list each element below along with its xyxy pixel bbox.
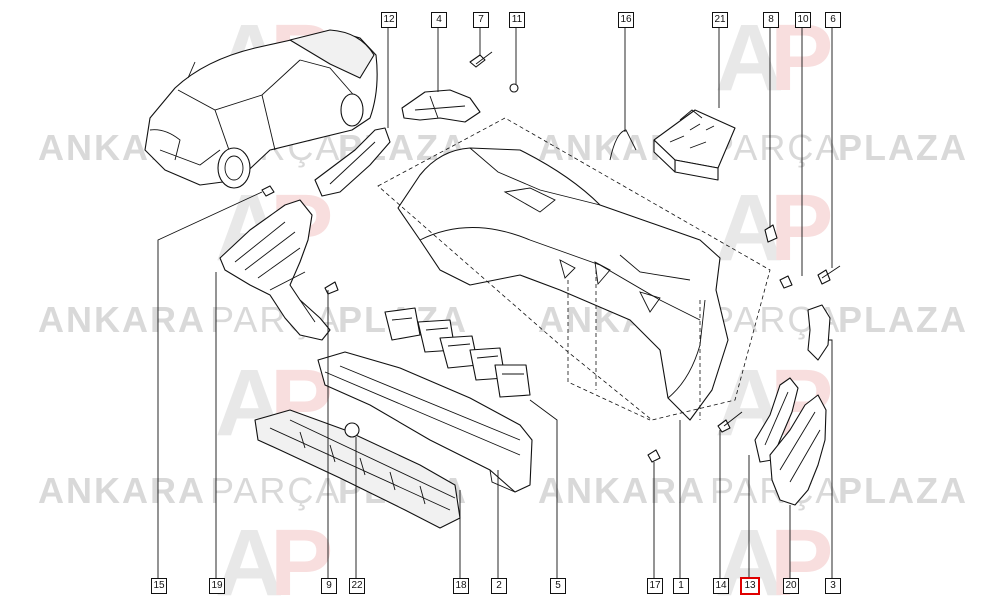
callout-12[interactable]: 12 bbox=[381, 12, 397, 28]
right-corner-bracket bbox=[769, 394, 827, 506]
watermark-word: ANKARA bbox=[538, 470, 706, 511]
watermark-word: PLAZA bbox=[838, 299, 968, 340]
watermark-logo: A P bbox=[215, 510, 333, 600]
callout-9[interactable]: 9 bbox=[321, 578, 337, 594]
watermark-logo: A P bbox=[715, 510, 833, 600]
callout-8[interactable]: 8 bbox=[763, 12, 779, 28]
callout-18[interactable]: 18 bbox=[453, 578, 469, 594]
right-upper-clip bbox=[807, 304, 831, 361]
callout-21[interactable]: 21 bbox=[712, 12, 728, 28]
upper-center-bracket bbox=[401, 89, 481, 123]
watermark-row: ANKARA PARÇA PLAZA bbox=[38, 299, 466, 340]
callout-10[interactable]: 10 bbox=[795, 12, 811, 28]
callout-1[interactable]: 1 bbox=[673, 578, 689, 594]
callout-6[interactable]: 6 bbox=[825, 12, 841, 28]
callout-13-highlighted[interactable]: 13 bbox=[740, 577, 760, 595]
callout-5[interactable]: 5 bbox=[550, 578, 566, 594]
rear-bumper-cover bbox=[397, 147, 729, 421]
watermark-word: PARÇA bbox=[210, 470, 341, 511]
callout-22[interactable]: 22 bbox=[349, 578, 365, 594]
callout-19[interactable]: 19 bbox=[209, 578, 225, 594]
callout-16[interactable]: 16 bbox=[618, 12, 634, 28]
callout-20[interactable]: 20 bbox=[783, 578, 799, 594]
watermark-word: ANKARA bbox=[38, 470, 206, 511]
fastener-kit-box bbox=[653, 109, 736, 181]
upper-left-guide bbox=[314, 127, 391, 197]
callout-11[interactable]: 11 bbox=[509, 12, 525, 28]
callout-4[interactable]: 4 bbox=[431, 12, 447, 28]
callout-15[interactable]: 15 bbox=[151, 578, 167, 594]
fasteners bbox=[261, 51, 841, 463]
callout-7[interactable]: 7 bbox=[473, 12, 489, 28]
watermark-row: ANKARA PARÇA PLAZA bbox=[538, 470, 968, 511]
callout-17[interactable]: 17 bbox=[647, 578, 663, 594]
lower-energy-absorber bbox=[254, 409, 461, 529]
car-illustration bbox=[144, 29, 378, 189]
watermark-word: PLAZA bbox=[838, 127, 968, 168]
callout-14[interactable]: 14 bbox=[713, 578, 729, 594]
leader-lines bbox=[157, 26, 833, 578]
left-side-bracket bbox=[219, 199, 331, 341]
watermark-logo-text: A bbox=[215, 510, 284, 600]
callout-2[interactable]: 2 bbox=[491, 578, 507, 594]
callout-3[interactable]: 3 bbox=[825, 578, 841, 594]
watermark-row: ANKARA PARÇA PLAZA bbox=[538, 127, 968, 168]
watermark-word: PLAZA bbox=[838, 470, 968, 511]
watermark-word: ANKARA bbox=[38, 299, 206, 340]
reinforcement-beam bbox=[317, 351, 533, 493]
impact-absorber-blocks bbox=[384, 307, 531, 398]
watermark-logo-text: P bbox=[770, 510, 833, 600]
right-side-bracket bbox=[754, 377, 799, 463]
